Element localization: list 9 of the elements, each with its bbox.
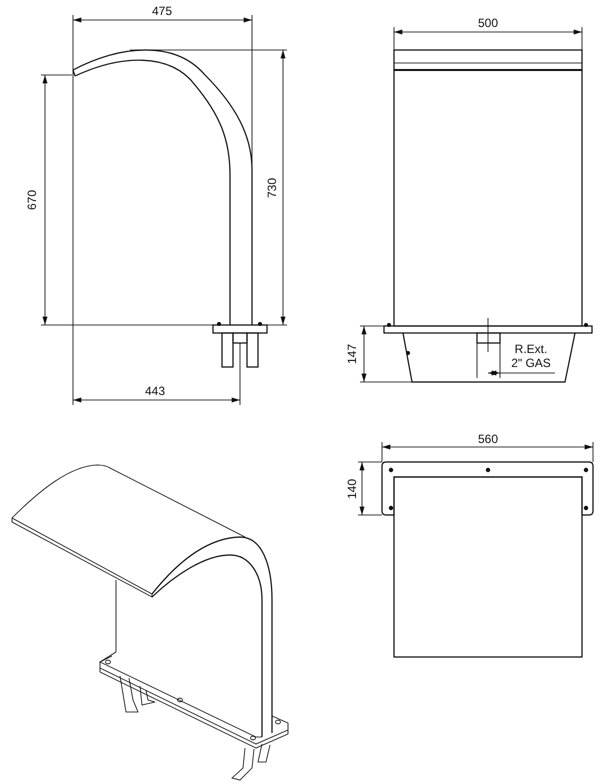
dimension-value: 443 xyxy=(144,384,166,398)
dimension-value: 560 xyxy=(478,432,498,446)
dimension-value: 670 xyxy=(25,190,39,210)
dimension-value: 500 xyxy=(478,16,498,30)
note-text: R.Ext. 2" GAS xyxy=(510,342,552,370)
dimension-value: 140 xyxy=(345,478,359,500)
dimension-value: 730 xyxy=(265,178,279,198)
dimension-value: 475 xyxy=(152,4,172,18)
dimension-value: 147 xyxy=(345,344,359,364)
